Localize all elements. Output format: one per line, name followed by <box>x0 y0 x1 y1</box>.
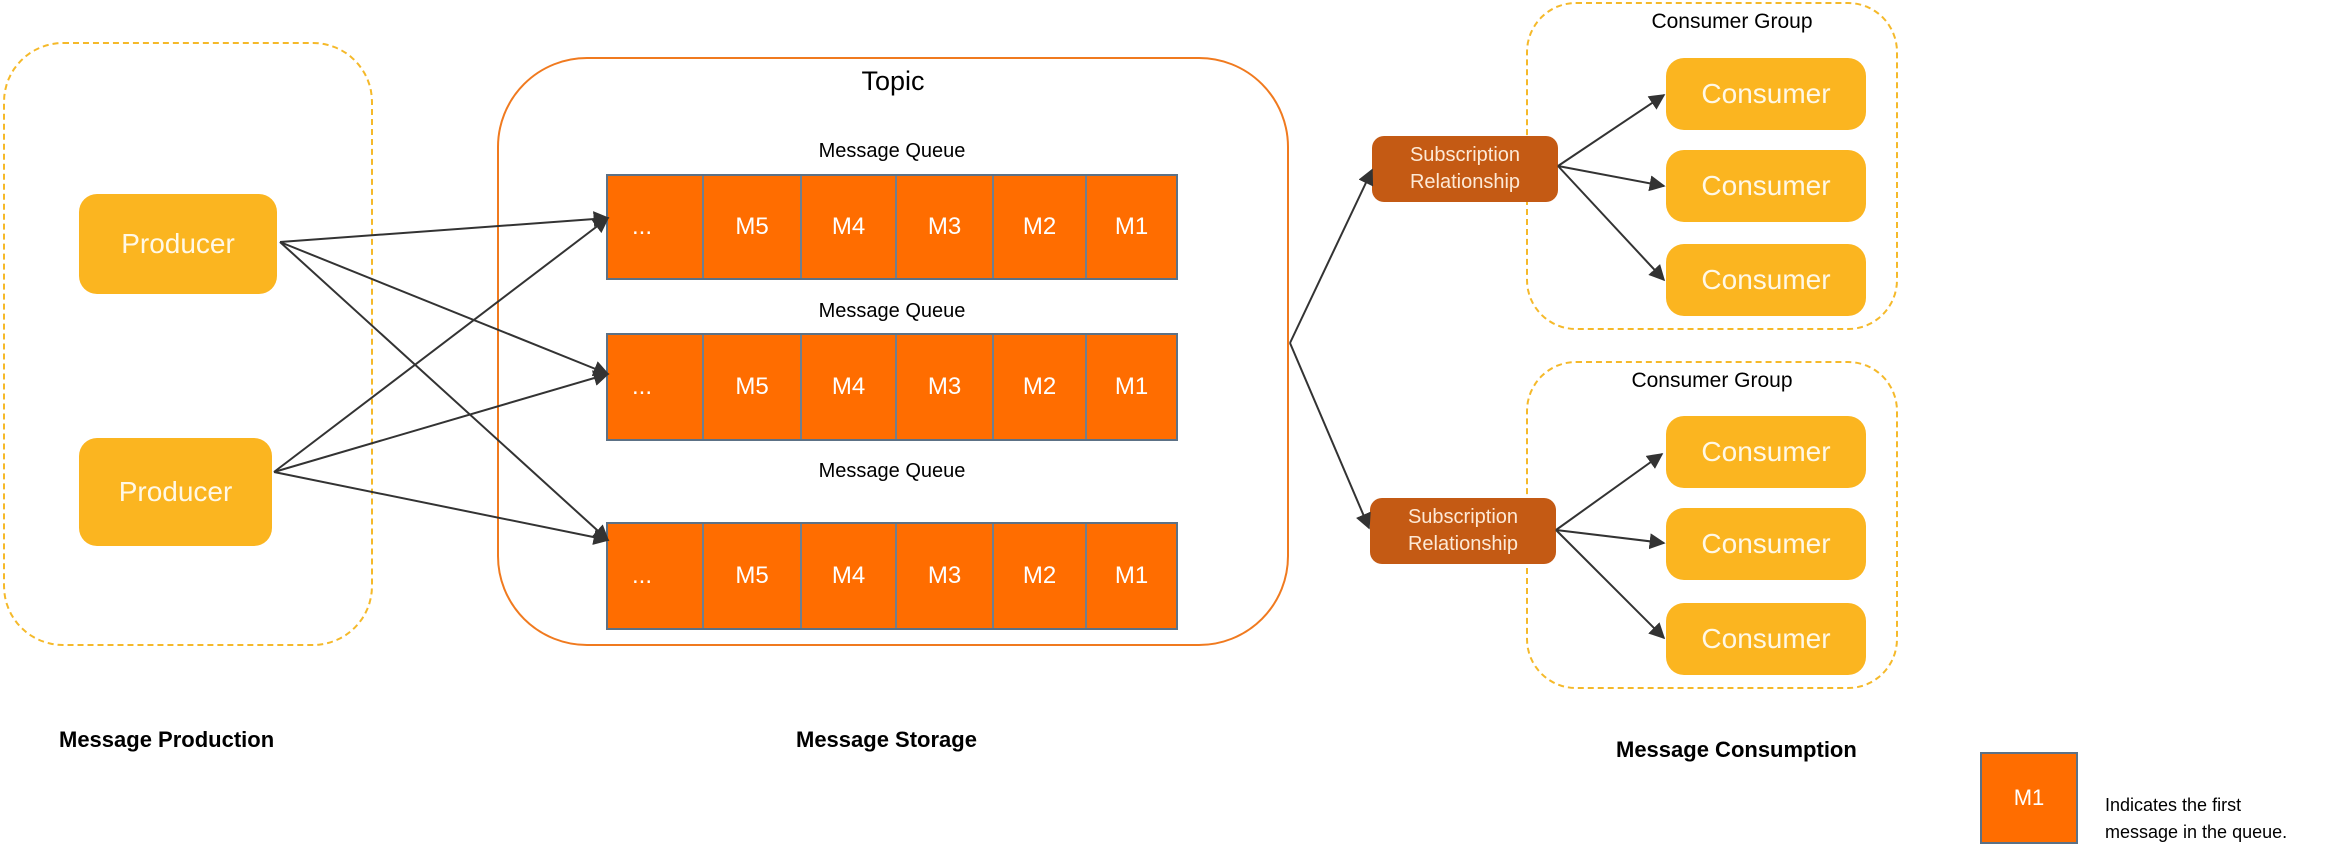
arrow-sub1-consumer2 <box>1557 165 1666 192</box>
queue-cell-first: M1 <box>1114 213 1149 240</box>
arrow-topic-subscription2 <box>1289 342 1371 530</box>
queue-cell: M4 <box>802 176 897 278</box>
arrow-sub2-consumer2 <box>1555 529 1666 550</box>
producer-group <box>3 42 373 646</box>
arrow-topic-subscription1 <box>1289 168 1374 344</box>
queue-cell: M5 <box>704 335 802 439</box>
arrow-sub2-consumer1 <box>1555 453 1664 531</box>
consumer-node[interactable]: Consumer <box>1666 58 1866 130</box>
consumer-node[interactable]: Consumer <box>1666 244 1866 316</box>
consumer-node[interactable]: Consumer <box>1666 508 1866 580</box>
queue-cell: M3 <box>897 524 994 628</box>
queue-label: Message Queue <box>818 140 966 162</box>
queue-cell: M4 <box>802 524 897 628</box>
arrow-producer2-queue3 <box>273 471 610 545</box>
queue-cell: M2 <box>994 524 1087 628</box>
queue-label: Message Queue <box>818 300 966 322</box>
subscription-label-line2: Relationship <box>1407 533 1519 555</box>
subscription-relationship[interactable]: Subscription Relationship <box>1372 136 1558 202</box>
arrow-sub2-consumer3 <box>1555 529 1666 640</box>
consumer-group-label: Consumer Group <box>1631 369 1793 392</box>
consumer-label: Consumer <box>1701 264 1831 295</box>
producer-label: Producer <box>118 476 233 507</box>
subscription-label-line1: Subscription <box>1409 144 1521 166</box>
queue-cell: M3 <box>897 176 994 278</box>
arrow-sub1-consumer1 <box>1557 94 1666 167</box>
queue-cell: M3 <box>897 335 994 439</box>
consumer-node[interactable]: Consumer <box>1666 150 1866 222</box>
topic-title: Topic <box>861 66 925 96</box>
message-queue: ... M5 M4 M3 M2 M1 <box>606 174 1178 280</box>
section-label-consumption: Message Consumption <box>1616 737 1857 762</box>
queue-cell-ellipsis: ... <box>608 524 704 628</box>
message-queue: ... M5 M4 M3 M2 M1 <box>606 522 1178 630</box>
queue-cell: M4 <box>802 335 897 439</box>
queue-cell-ellipsis: ... <box>608 335 704 439</box>
consumer-label: Consumer <box>1701 623 1831 654</box>
consumer-label: Consumer <box>1701 528 1831 559</box>
consumer-node[interactable]: Consumer <box>1666 603 1866 675</box>
arrow-producer2-queue1 <box>273 217 610 473</box>
arrow-producer1-queue3 <box>279 241 610 542</box>
queue-cell-ellipsis: ... <box>608 176 704 278</box>
producer-node[interactable]: Producer <box>79 438 272 546</box>
queue-cell: M5 <box>704 524 802 628</box>
legend-text: Indicates the first message in the queue… <box>2105 792 2287 846</box>
arrow-producer1-queue2 <box>279 241 610 377</box>
arrow-producer2-queue2 <box>273 370 610 473</box>
consumer-label: Consumer <box>1701 170 1831 201</box>
queue-label: Message Queue <box>818 460 966 482</box>
queue-cell: M2 <box>994 176 1087 278</box>
consumer-group-label: Consumer Group <box>1651 10 1813 33</box>
consumer-label: Consumer <box>1701 78 1831 109</box>
producer-node[interactable]: Producer <box>79 194 277 294</box>
legend-text-line2: message in the queue. <box>2105 822 2288 842</box>
subscription-label-line1: Subscription <box>1407 506 1519 528</box>
arrow-sub1-consumer3 <box>1557 165 1666 282</box>
queue-cell-first: M1 <box>1114 373 1149 400</box>
legend-text-line1: Indicates the first <box>2105 795 2242 815</box>
subscription-label-line2: Relationship <box>1409 171 1521 193</box>
queue-cell: M2 <box>994 335 1087 439</box>
section-label-production: Message Production <box>59 727 275 752</box>
producer-label: Producer <box>121 228 235 259</box>
message-queue: ... M5 M4 M3 M2 M1 <box>606 333 1178 441</box>
legend-box: M1 <box>1980 752 2078 844</box>
queue-cell-first: M1 <box>1114 562 1149 589</box>
consumer-label: Consumer <box>1701 436 1831 467</box>
topic-container <box>497 57 1289 646</box>
consumer-node[interactable]: Consumer <box>1666 416 1866 488</box>
section-label-storage: Message Storage <box>796 727 977 752</box>
legend-box-label: M1 <box>2013 785 2045 810</box>
queue-cell: M5 <box>704 176 802 278</box>
arrow-producer1-queue1 <box>279 211 610 243</box>
subscription-relationship[interactable]: Subscription Relationship <box>1370 498 1556 564</box>
